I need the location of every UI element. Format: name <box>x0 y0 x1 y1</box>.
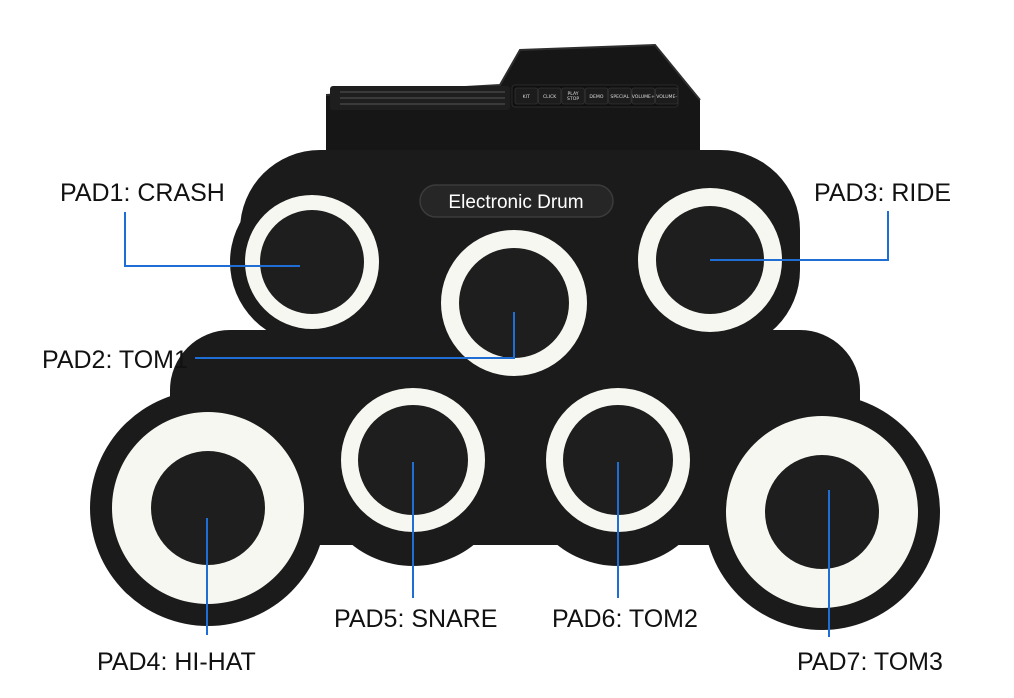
callout-label-pad4: PAD4: HI-HAT <box>97 648 256 676</box>
callout-label-pad1: PAD1: CRASH <box>60 179 225 207</box>
control-button-volume-down[interactable]: VOLUME- <box>655 87 679 105</box>
control-button-label: DEMO <box>589 94 603 100</box>
brand-badge: Electronic Drum <box>419 184 614 218</box>
control-button-click[interactable]: CLICK <box>538 87 562 105</box>
control-button-label: PLAY <box>568 91 579 97</box>
drum-pad-6[interactable] <box>546 388 690 532</box>
brand-label: Electronic Drum <box>448 192 583 213</box>
leader-line-pad2 <box>195 312 515 359</box>
control-button-volume-up[interactable]: VOLUME+ <box>631 87 655 105</box>
leader-line-pad3 <box>710 211 889 261</box>
control-button-label: VOLUME- <box>656 94 677 100</box>
control-button-kit[interactable]: KIT <box>514 87 538 105</box>
callout-label-pad5: PAD5: SNARE <box>334 605 497 633</box>
drum-pad-5[interactable] <box>341 388 485 532</box>
control-button-label: CLICK <box>543 94 557 100</box>
leader-line-pad1 <box>124 212 300 267</box>
control-button-label: VOLUME+ <box>632 94 655 100</box>
control-button-special[interactable]: SPECIAL <box>608 87 632 105</box>
callout-label-pad2: PAD2: TOM1 <box>42 346 188 374</box>
control-button-demo[interactable]: DEMO <box>584 87 609 105</box>
callout-label-pad3: PAD3: RIDE <box>814 179 951 207</box>
drum-pad-4[interactable] <box>112 412 304 604</box>
callout-label-pad6: PAD6: TOM2 <box>552 605 698 633</box>
svg-text:STOP: STOP <box>567 96 579 102</box>
control-button-label: SPECIAL <box>610 94 629 100</box>
callout-label-pad7: PAD7: TOM3 <box>797 648 943 676</box>
drum-pad-1[interactable] <box>245 195 379 329</box>
drum-pad-2[interactable] <box>441 230 587 376</box>
drum-pad-7[interactable] <box>726 416 918 608</box>
control-button-label: KIT <box>523 94 530 100</box>
